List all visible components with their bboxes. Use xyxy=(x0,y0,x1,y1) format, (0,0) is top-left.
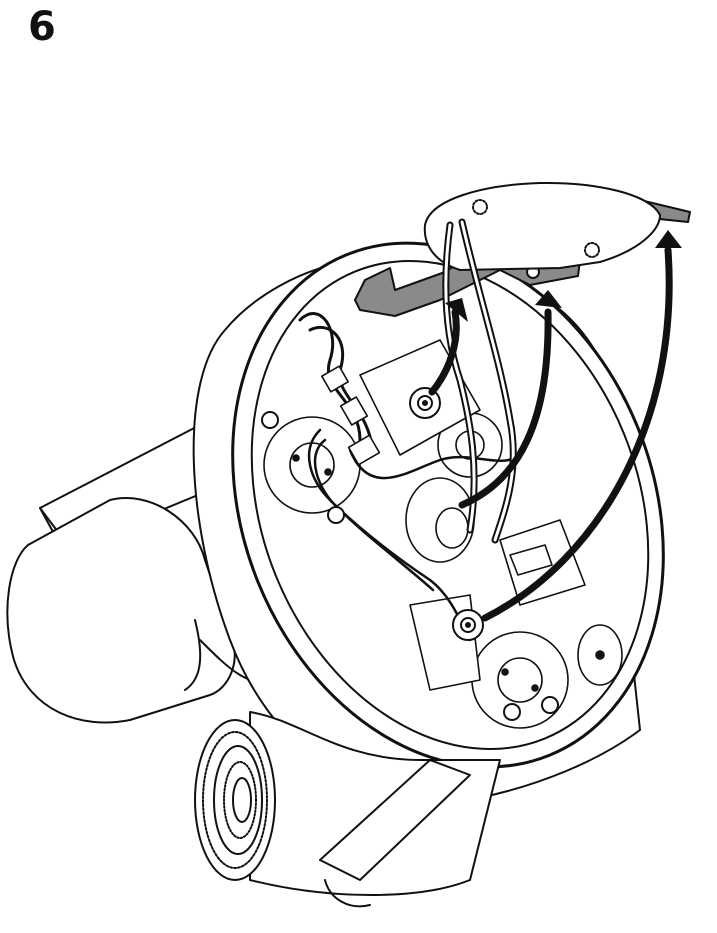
mounting-plate xyxy=(423,181,661,271)
cables xyxy=(442,218,517,544)
screw xyxy=(261,411,345,524)
arrow-head xyxy=(655,230,682,248)
arrows xyxy=(428,230,682,622)
arrow-head xyxy=(535,290,562,308)
screws xyxy=(261,387,559,721)
lamp-arm-left xyxy=(6,424,281,724)
screw xyxy=(409,387,441,419)
arrow xyxy=(481,246,673,622)
screw xyxy=(452,609,484,641)
arrow xyxy=(458,308,552,509)
step-number: 6 xyxy=(28,4,56,50)
spotlight-bottom xyxy=(194,711,501,908)
screw xyxy=(503,696,559,721)
internal-components xyxy=(263,312,623,729)
arrow-head xyxy=(445,298,468,322)
arrow xyxy=(428,308,460,396)
